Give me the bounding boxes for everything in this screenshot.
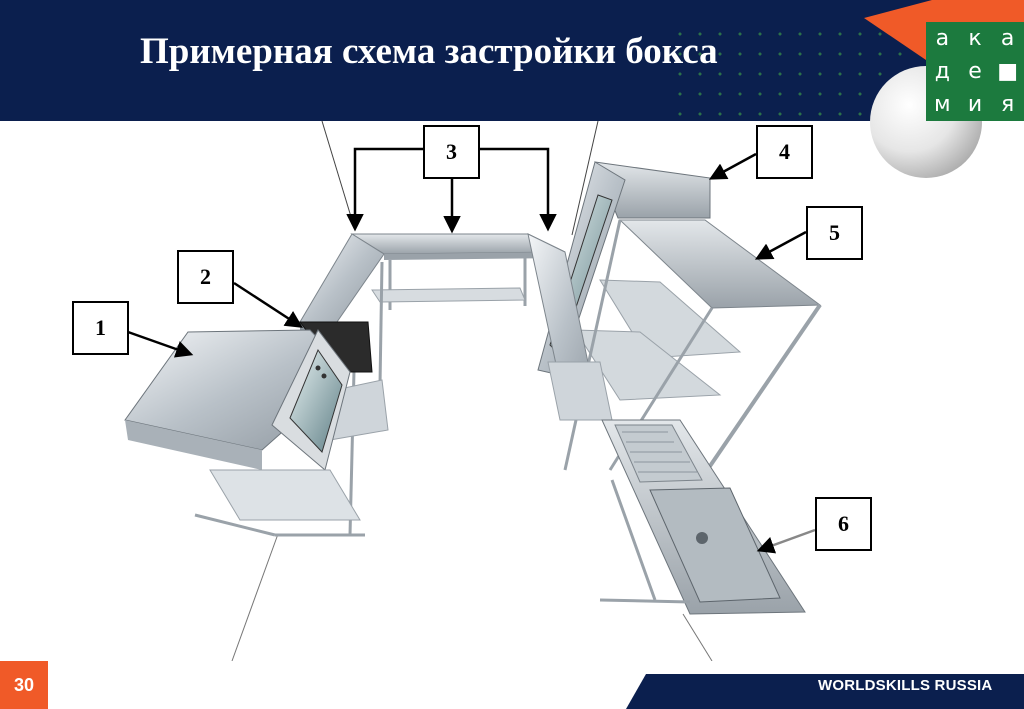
decorative-dot-grid [670, 24, 910, 116]
logo-square-glyph: ■ [997, 59, 1019, 84]
callout-label-2: 2 [177, 250, 234, 304]
workstation-layout-diagram [124, 121, 822, 661]
academy-logo: а к а д е ■ м и я [926, 22, 1024, 121]
page-number: 30 [0, 661, 48, 709]
slide-header: Примерная схема застройки бокса [0, 0, 1024, 121]
logo-letter: я [1001, 92, 1015, 117]
back-table [350, 233, 566, 310]
footer-brand: WORLDSKILLS RUSSIA [818, 677, 993, 694]
callout-arrow-6 [756, 528, 816, 554]
callout-arrows [127, 147, 807, 358]
slide-title: Примерная схема застройки бокса [140, 31, 718, 72]
shelving-rack [563, 219, 822, 512]
callout-label-4: 4 [756, 125, 813, 179]
logo-letter: м [934, 92, 951, 117]
logo-letter: к [968, 26, 982, 51]
logo-letter: а [1000, 26, 1015, 51]
logo-letter: и [967, 92, 983, 117]
callout-label-6: 6 [815, 497, 872, 551]
callout-label-3: 3 [423, 125, 480, 179]
callout-label-5: 5 [806, 206, 863, 260]
callout-label-1: 1 [72, 301, 129, 355]
footer-bar [626, 674, 1024, 709]
logo-letter: е [968, 59, 982, 84]
logo-letter: а [935, 26, 950, 51]
sink-unit [599, 419, 806, 615]
logo-letter: д [934, 59, 950, 84]
oven-cabinet [124, 329, 365, 537]
